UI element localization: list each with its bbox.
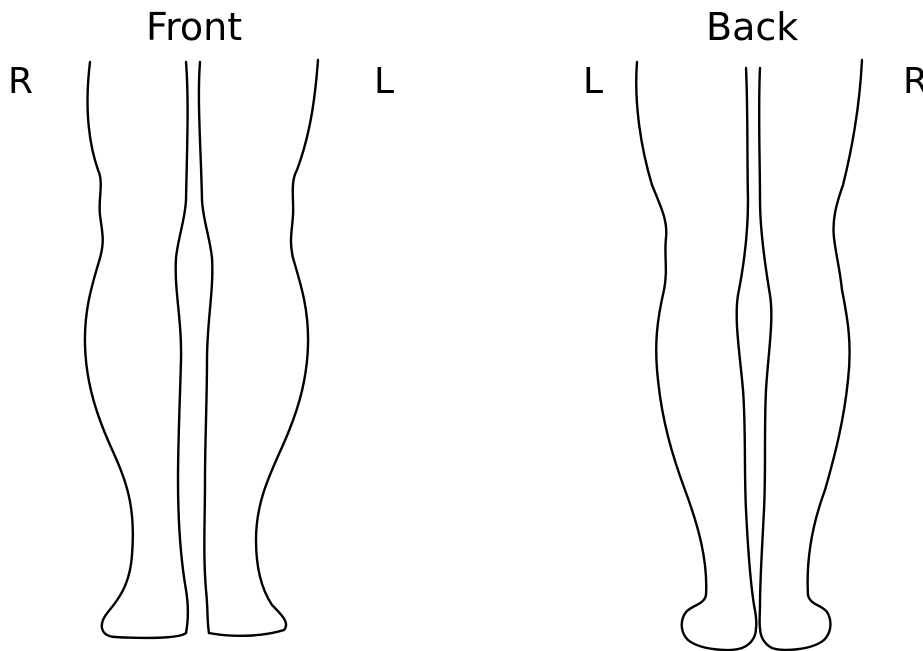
back-right-leg-inner-contour <box>759 68 771 628</box>
back-left-leg <box>636 62 756 650</box>
back-left-leg-inner-contour <box>737 68 757 628</box>
front-left-leg <box>199 60 318 636</box>
front-right-leg-outer-contour <box>85 62 186 638</box>
front-right-leg-inner-contour <box>176 62 188 633</box>
front-left-leg-outer-contour <box>209 60 318 636</box>
back-view-legs <box>636 60 862 650</box>
front-right-leg <box>85 62 188 638</box>
back-right-leg-outer-contour <box>760 60 862 650</box>
back-right-leg <box>759 60 862 650</box>
back-left-leg-outer-contour <box>636 62 756 650</box>
front-left-leg-inner-contour <box>199 62 212 633</box>
front-view-legs <box>85 60 318 638</box>
